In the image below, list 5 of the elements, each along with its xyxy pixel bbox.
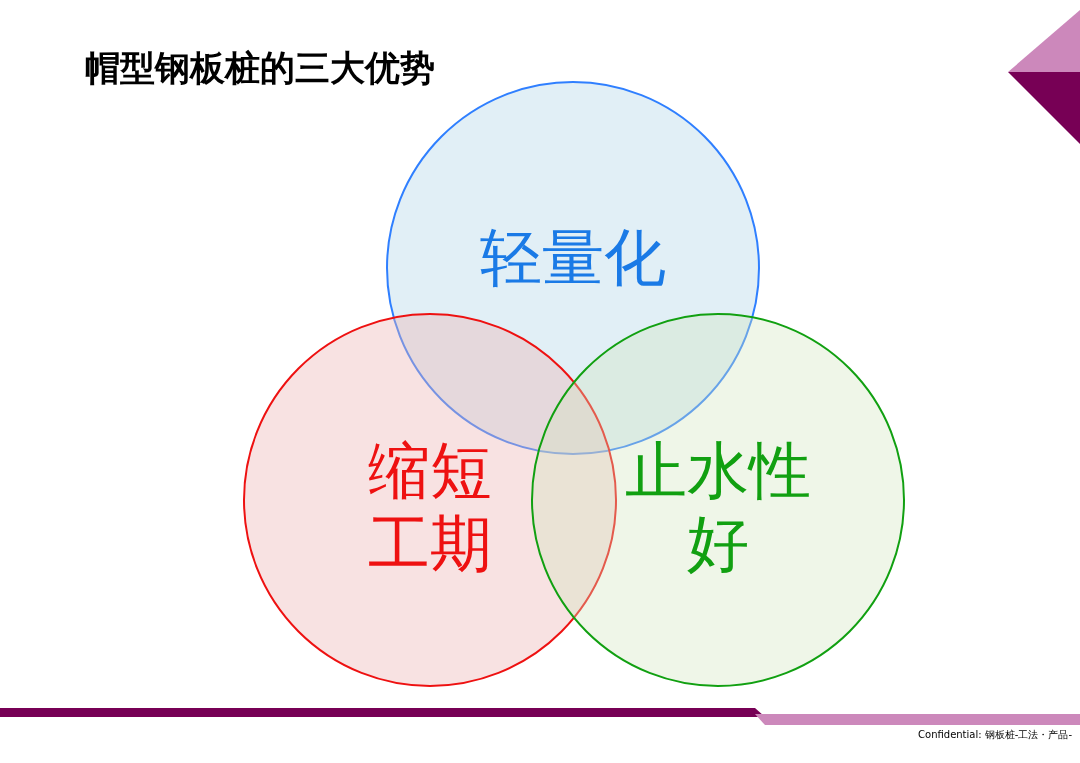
- footer-note: Confidential: 钢板桩-工法・产品-: [918, 728, 1072, 742]
- circle-label: 止水性好: [624, 435, 812, 581]
- circle-label: 缩短工期: [367, 435, 493, 581]
- circle-label: 轻量化: [479, 221, 667, 295]
- slide-title: 帽型钢板桩的三大优势: [85, 47, 435, 90]
